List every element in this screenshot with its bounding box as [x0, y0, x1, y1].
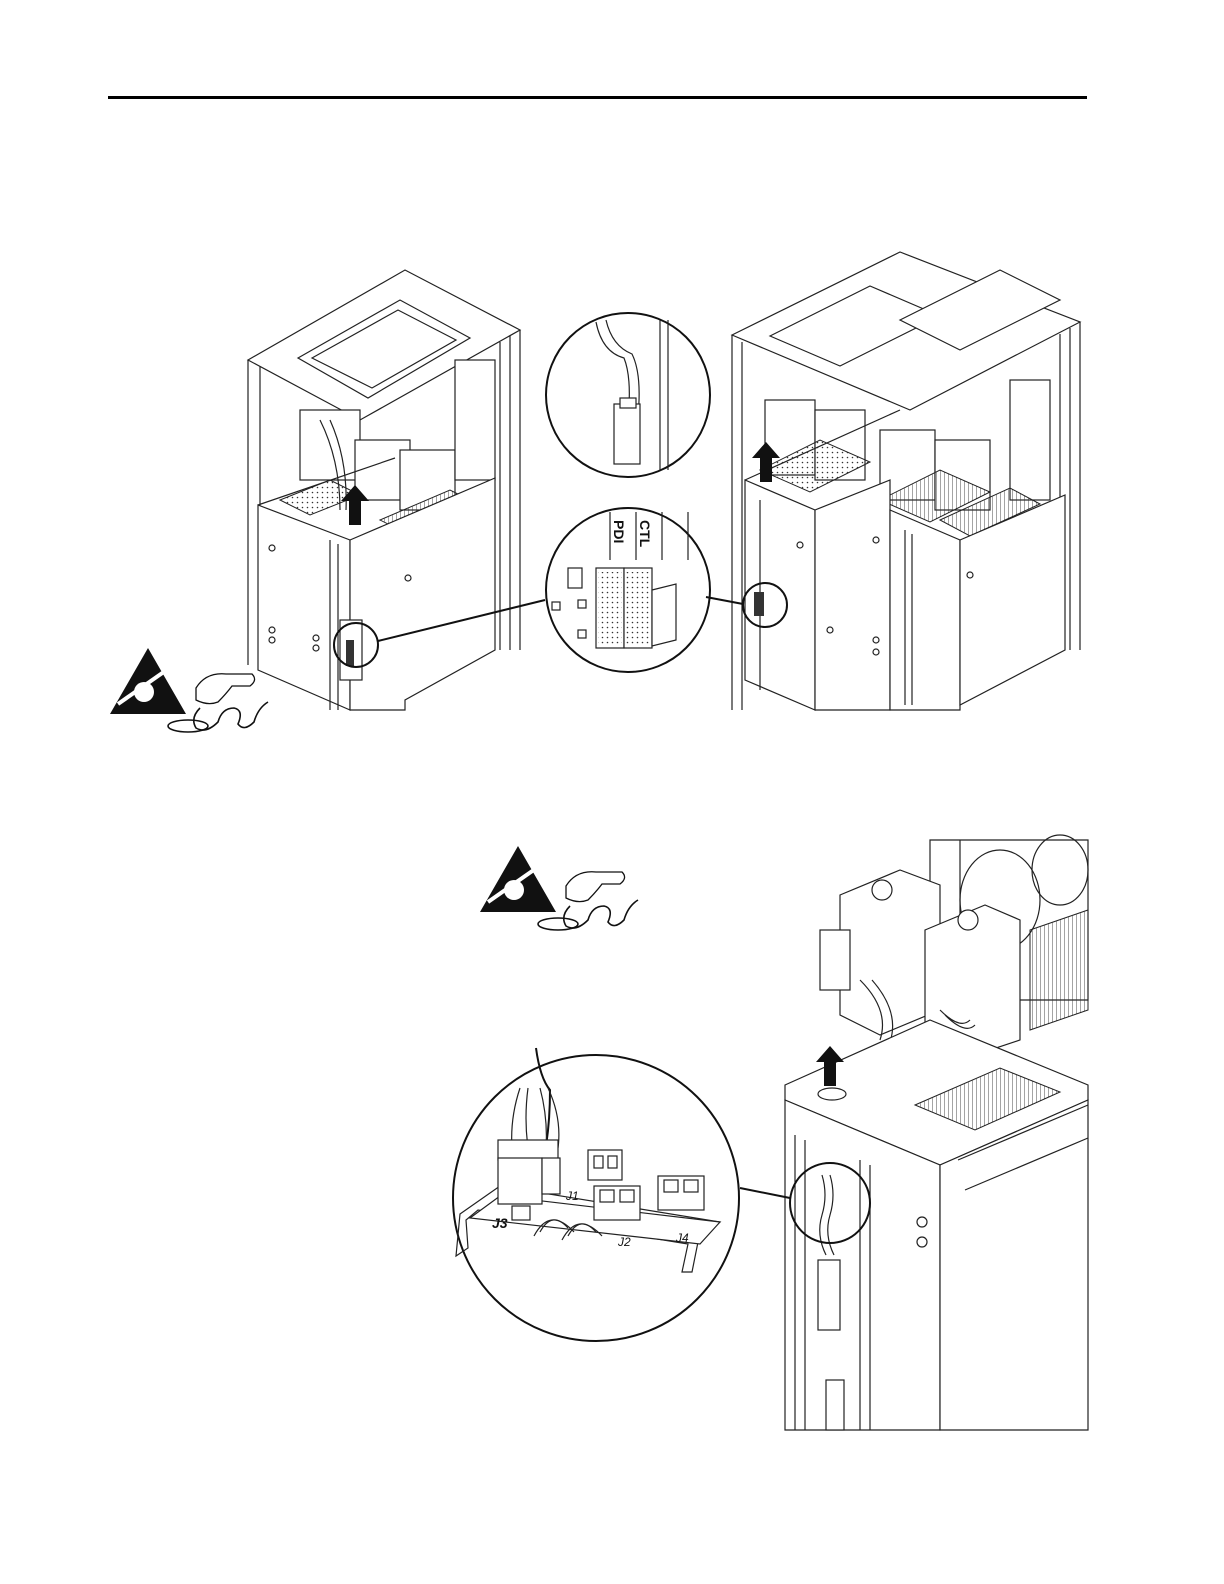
j1-label: J1 — [565, 1189, 579, 1203]
detail-connector-circle: PDI CTL — [546, 508, 710, 672]
pdi-label: PDI — [611, 520, 627, 543]
detail-j-connector-circle: J3 J1 J2 J4 — [453, 1048, 739, 1341]
j3-label: J3 — [492, 1215, 508, 1231]
j4-label: J4 — [675, 1231, 689, 1245]
ctl-label: CTL — [637, 520, 653, 548]
drive-detail-bottom — [740, 835, 1088, 1430]
detail-cable-circle — [546, 313, 710, 477]
esd-warning-icon — [480, 846, 638, 930]
drive-frame-left — [248, 270, 545, 710]
drive-frame-right — [706, 252, 1080, 710]
j2-label: J2 — [617, 1235, 631, 1249]
esd-warning-icon — [110, 648, 268, 732]
